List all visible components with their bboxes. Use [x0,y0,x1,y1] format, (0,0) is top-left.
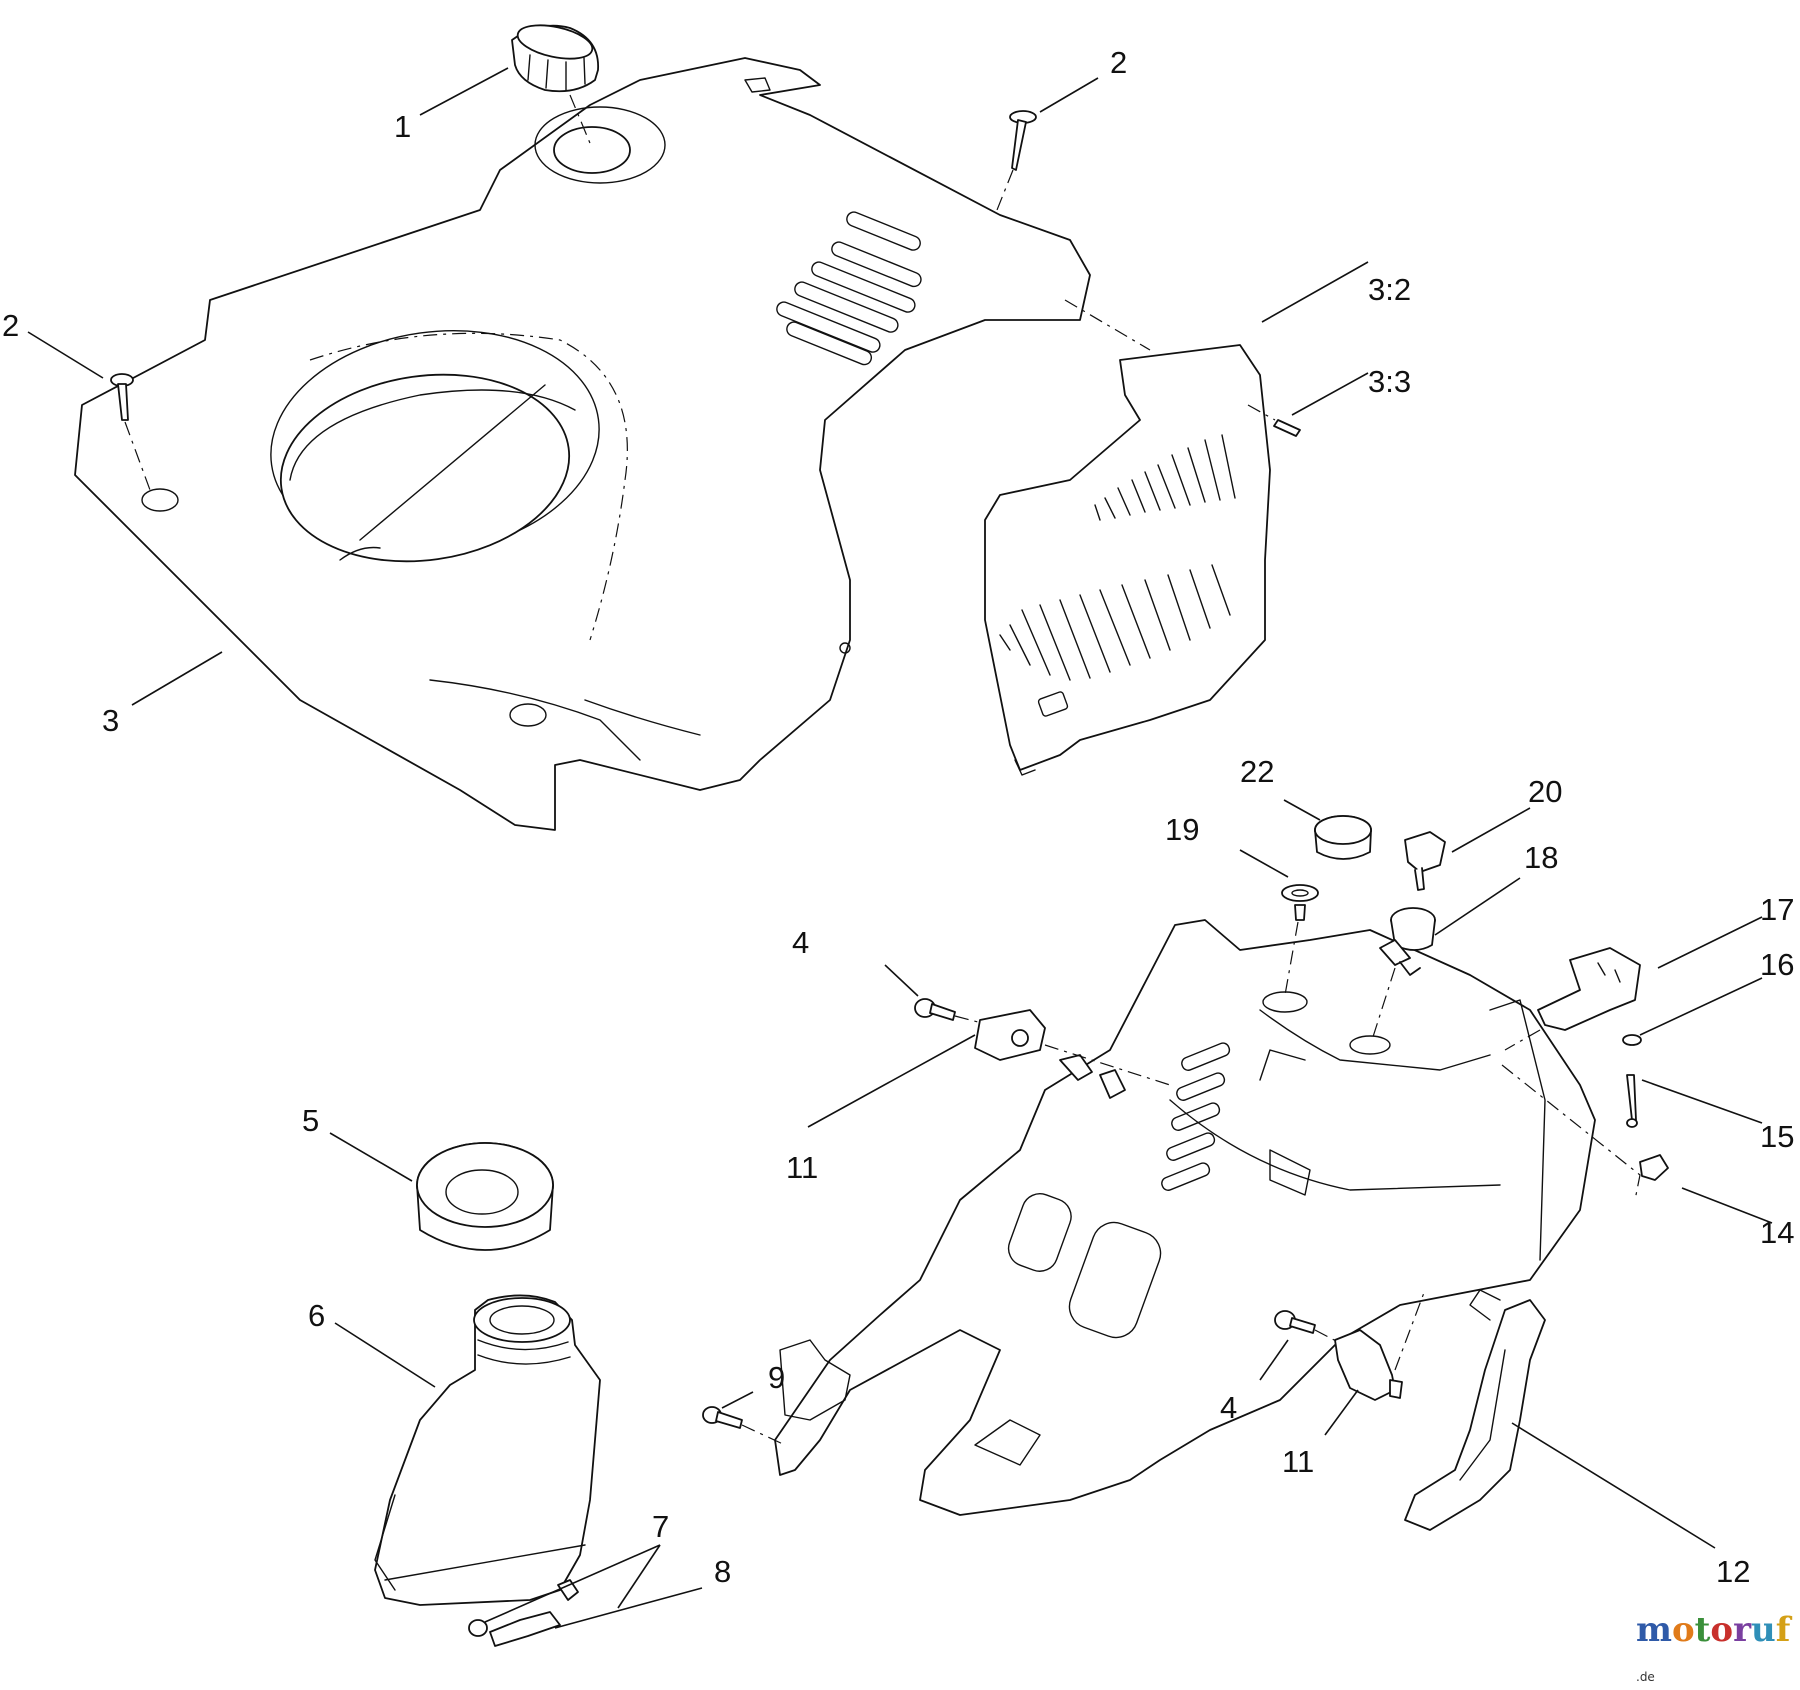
leader-lines [27,67,1773,1629]
callout-8: 8 [714,1554,731,1589]
part-11-cable-clip-bottom [1334,1329,1403,1401]
part-7-hose-clamp [468,1579,579,1637]
part-17-handle-grip [1537,947,1641,1031]
callout-3: 3 [102,703,119,738]
callout-12: 12 [1716,1554,1750,1589]
part-4-bolt-bottom [1274,1310,1316,1334]
watermark-letter: u [1751,1610,1776,1650]
part-20-key [1404,831,1446,891]
part-15-screw [1626,1074,1638,1128]
callout-6: 6 [308,1298,325,1333]
watermark-letter: m [1636,1610,1672,1650]
part-22-knob [1314,815,1372,860]
part-3-2-side-panel [984,344,1271,776]
part-6-fuel-tank [374,1294,601,1606]
callout-9: 9 [768,1360,785,1395]
callout-5: 5 [302,1103,319,1138]
part-2-screw-left [110,373,151,491]
callout-15: 15 [1760,1119,1794,1154]
motoruf-watermark: motoruf .de [1636,1610,1800,1690]
callout-labels: 1 2 2 3 3:2 3:3 4 4 5 6 7 8 9 11 11 12 1… [2,45,1794,1589]
callout-2-left: 2 [2,308,19,343]
part-14-clip [1639,1154,1669,1181]
callout-14: 14 [1760,1215,1794,1250]
watermark-letter: o [1671,1610,1695,1650]
callout-7: 7 [652,1509,669,1544]
part-2-screw-top [994,110,1037,216]
callout-11-bottom: 11 [1282,1444,1314,1479]
callout-3-2: 3:2 [1368,272,1411,307]
part-4-bolt-top [914,998,956,1021]
callout-2-top: 2 [1110,45,1127,80]
part-11-cable-clip-top [974,1009,1126,1099]
part-3-shroud [74,57,1091,831]
watermark-letter: r [1733,1610,1751,1650]
callout-17: 17 [1760,892,1794,927]
watermark-suffix: .de [1636,1670,1655,1684]
part-3-3-screw [1247,404,1301,437]
callout-22: 22 [1240,754,1274,789]
watermark-letter: o [1710,1610,1734,1650]
part-18-ignition-switch [1379,907,1436,976]
part-12-control-panel [774,919,1596,1516]
callout-4-bottom: 4 [1220,1390,1237,1425]
part-9-bolt [702,1406,786,1446]
part-5-grommet [416,1142,554,1251]
callout-16: 16 [1760,947,1794,982]
exploded-parts-diagram: 1 2 2 3 3:2 3:3 4 4 5 6 7 8 9 11 11 12 1… [2,24,1794,1647]
part-16-washer [1622,1034,1642,1046]
panel-vent-slots [1161,1042,1231,1191]
part-8-fuel-line [489,1611,561,1647]
callout-19: 19 [1165,812,1199,847]
callout-3-3: 3:3 [1368,364,1411,399]
callout-11-top: 11 [786,1150,818,1185]
part-12-bracket [1404,1289,1546,1531]
part-19-washer [1281,884,1319,921]
callout-4-top: 4 [792,925,809,960]
shroud-vent-slots [776,211,922,366]
watermark-letter: f [1775,1610,1791,1650]
callout-1: 1 [394,109,411,144]
side-panel-vent-slots [999,434,1236,681]
watermark-letter: t [1694,1610,1711,1650]
callout-18: 18 [1524,840,1558,875]
part-1-fuel-cap [511,24,599,93]
callout-20: 20 [1528,774,1562,809]
